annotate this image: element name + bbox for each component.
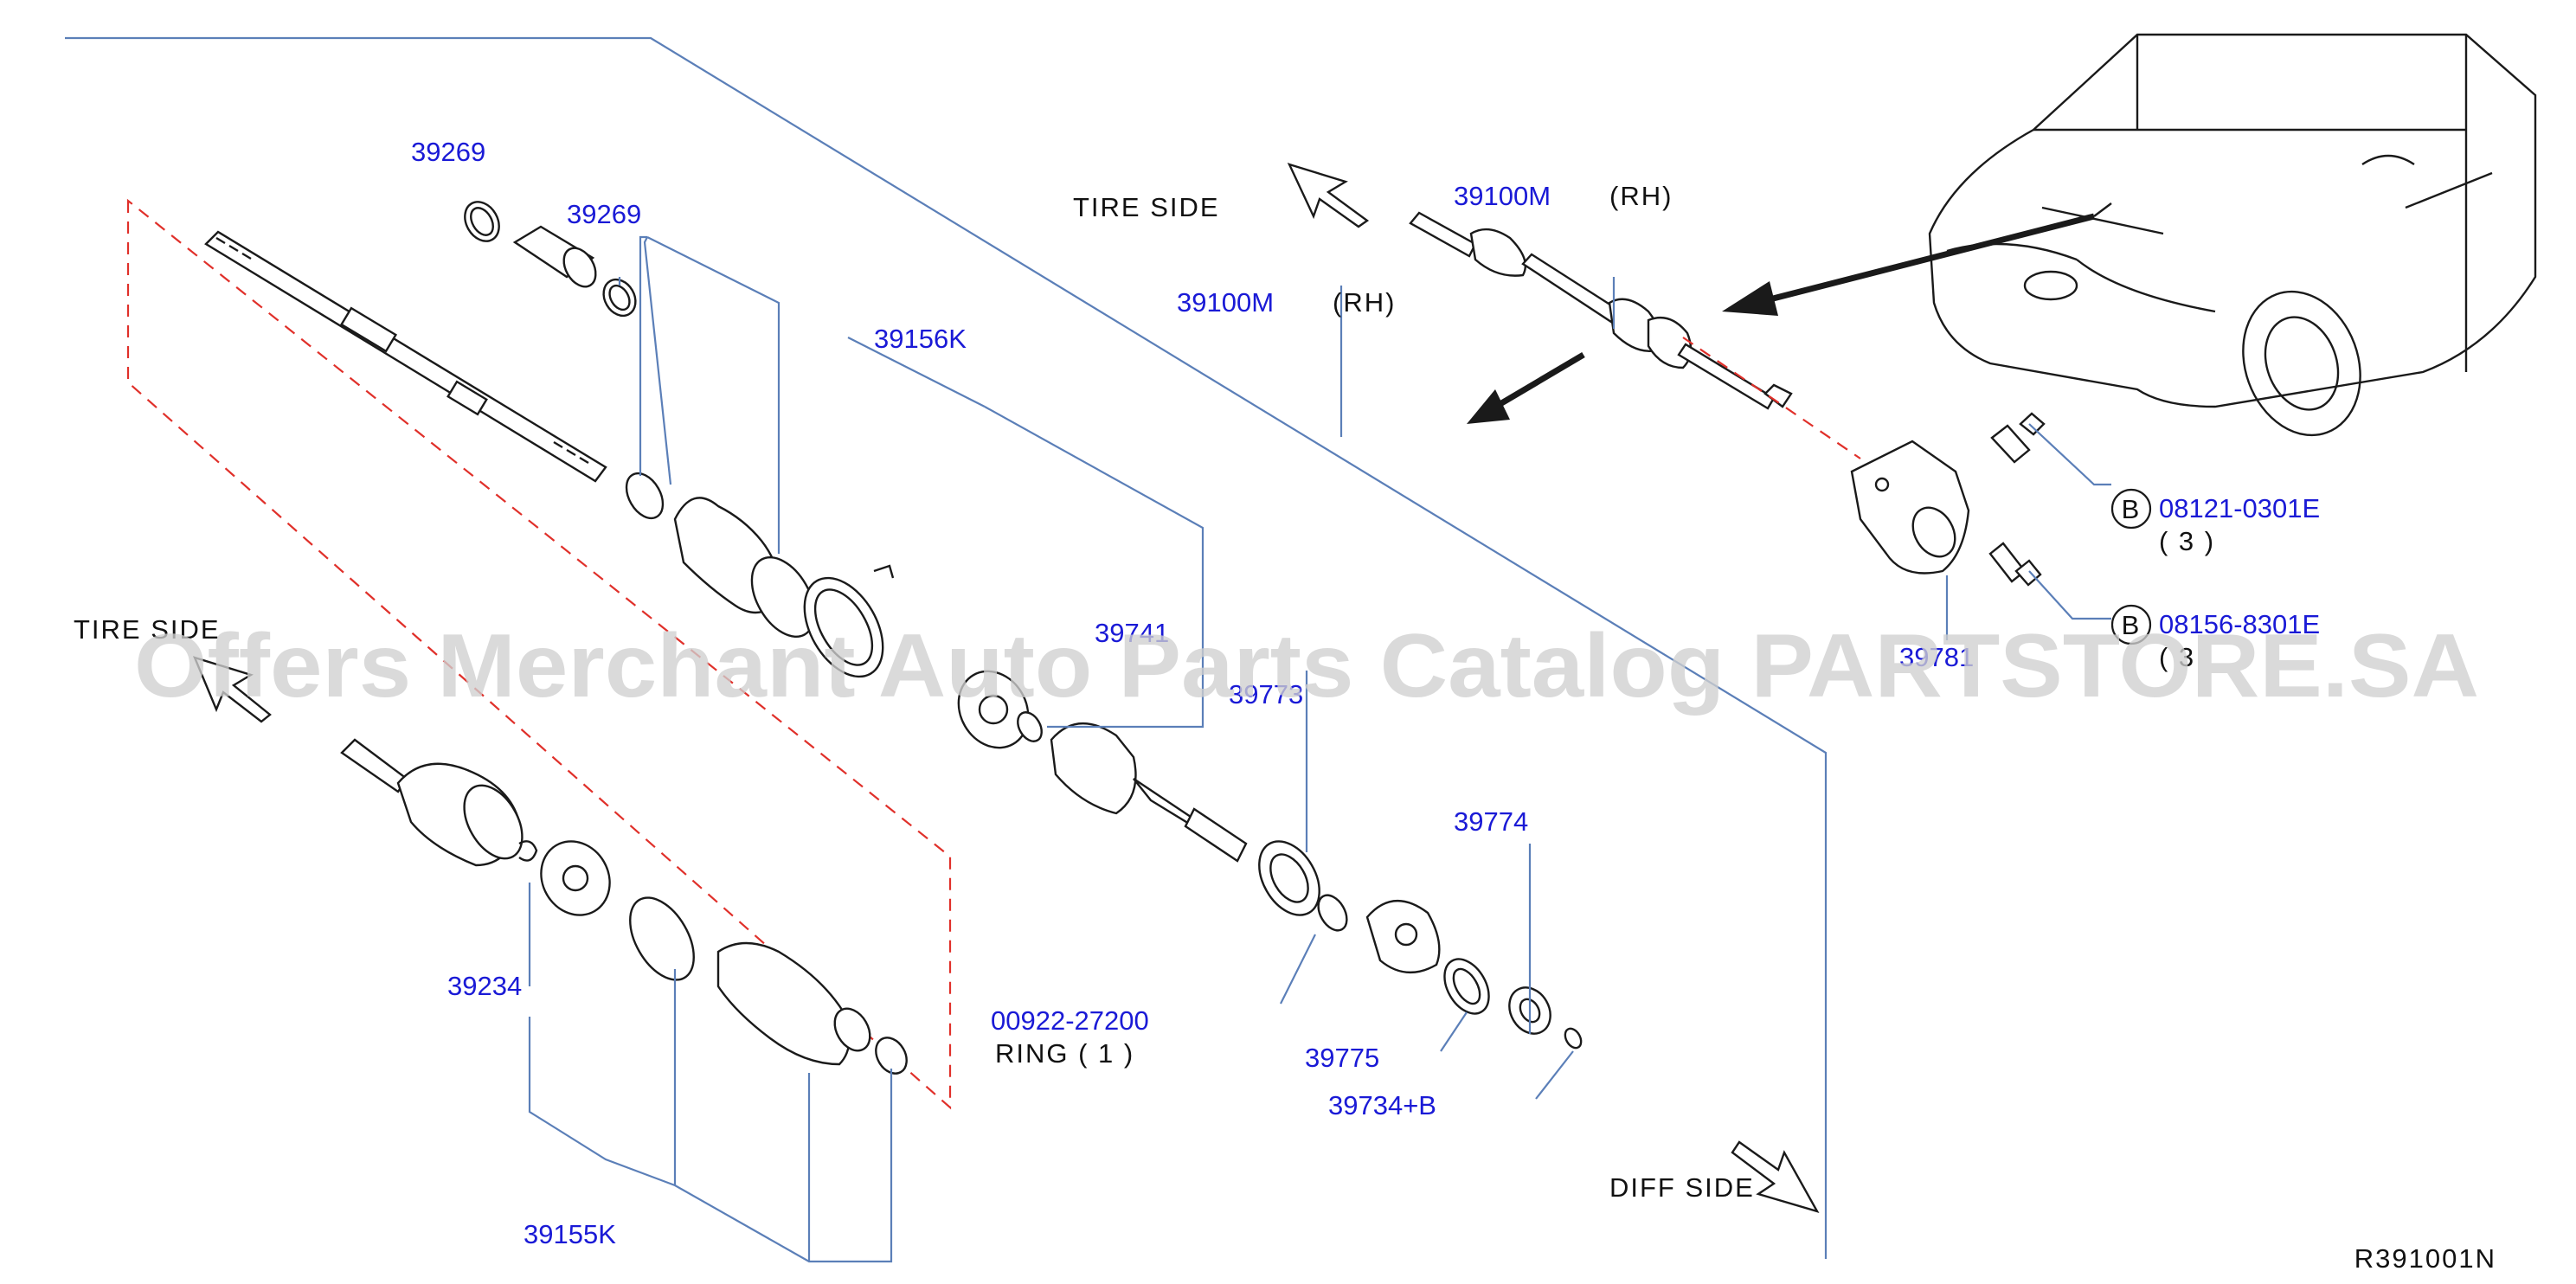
watermark: Offers Merchant Auto Parts Catalog PARTS…	[134, 616, 2479, 716]
label-39781[interactable]: 39781	[1899, 642, 1974, 672]
label-39741[interactable]: 39741	[1095, 618, 1169, 648]
band-39269-a[interactable]	[458, 196, 505, 247]
boot-39155K[interactable]	[617, 887, 913, 1079]
label-39156K[interactable]: 39156K	[874, 324, 967, 354]
label-rh-a: (RH)	[1333, 287, 1396, 318]
outer-joint-39234[interactable]	[340, 738, 534, 869]
bolt-marker-1-icon	[2110, 488, 2152, 530]
label-diff-side: DIFF SIDE	[1609, 1172, 1755, 1203]
direction-arrow-down-icon	[1467, 351, 1585, 424]
damper-39269[interactable]	[512, 225, 602, 292]
label-39773[interactable]: 39773	[1229, 679, 1303, 709]
bracket-39781[interactable]	[1850, 440, 1970, 575]
bolt-marker-1-label: B	[2122, 494, 2142, 524]
label-39234[interactable]: 39234	[447, 971, 522, 1001]
label-39155K[interactable]: 39155K	[524, 1219, 616, 1249]
boot-39156K[interactable]	[619, 467, 898, 690]
label-39269-a[interactable]: 39269	[411, 137, 485, 167]
label-39100M-b[interactable]: 39100M	[1454, 181, 1551, 211]
label-ring-qty: RING ( 1 )	[995, 1038, 1134, 1069]
label-39774[interactable]: 39774	[1454, 806, 1528, 837]
bolt-08121[interactable]	[1990, 412, 2046, 464]
arrow-diff-side-icon	[1731, 1140, 1820, 1213]
label-tire-side-top: TIRE SIDE	[1073, 192, 1220, 222]
leader-lines	[528, 235, 1949, 1263]
bolt-marker-2-label: B	[2122, 610, 2142, 640]
inner-race-lower[interactable]	[528, 829, 623, 928]
direction-arrow-car-icon	[1722, 213, 2095, 316]
divider-line	[65, 36, 1828, 1259]
ring-00922-27200[interactable]	[1313, 890, 1352, 935]
label-bolt-08121[interactable]: 08121-0301E	[2159, 493, 2320, 523]
arrow-tire-side-left-icon	[192, 656, 272, 723]
axle-assembly-39100M[interactable]	[1409, 211, 1793, 410]
label-00922-27200[interactable]: 00922-27200	[991, 1005, 1149, 1036]
vehicle-outline-icon	[1928, 33, 2537, 437]
label-bolt-08156-qty: ( 3	[2159, 642, 2195, 672]
label-rh-b: (RH)	[1609, 181, 1673, 211]
clip-39734B[interactable]	[1562, 1026, 1584, 1051]
band-39269-b[interactable]	[597, 273, 641, 321]
label-39269-b[interactable]: 39269	[567, 199, 641, 229]
diagram-code: R391001N	[2354, 1243, 2496, 1274]
leader-bolt2	[2028, 570, 2111, 620]
housing-39773[interactable]	[1050, 722, 1248, 863]
leader-bolt1	[2028, 423, 2111, 486]
label-bolt-08121-qty: ( 3 )	[2159, 526, 2215, 556]
bolt-marker-2-icon	[2110, 604, 2152, 645]
tripod-39741[interactable]	[945, 658, 1046, 761]
label-39775[interactable]: 39775	[1305, 1043, 1379, 1073]
label-bolt-08156[interactable]: 08156-8301E	[2159, 609, 2320, 639]
seal-39773[interactable]	[1247, 831, 1332, 926]
label-39734B[interactable]: 39734+B	[1328, 1090, 1436, 1120]
seal-39775[interactable]	[1436, 952, 1498, 1022]
assembly-boundary	[126, 198, 952, 1110]
shaft-bracket-link	[1682, 337, 1861, 459]
bolt-08156[interactable]	[1988, 542, 2042, 587]
drive-shaft[interactable]	[204, 230, 607, 483]
arrow-tire-side-top-icon	[1287, 163, 1370, 228]
snap-ring-lower[interactable]	[518, 840, 538, 862]
label-39100M-a[interactable]: 39100M	[1177, 287, 1274, 318]
bearing-housing[interactable]	[1365, 900, 1441, 974]
label-tire-side-left: TIRE SIDE	[74, 614, 221, 645]
